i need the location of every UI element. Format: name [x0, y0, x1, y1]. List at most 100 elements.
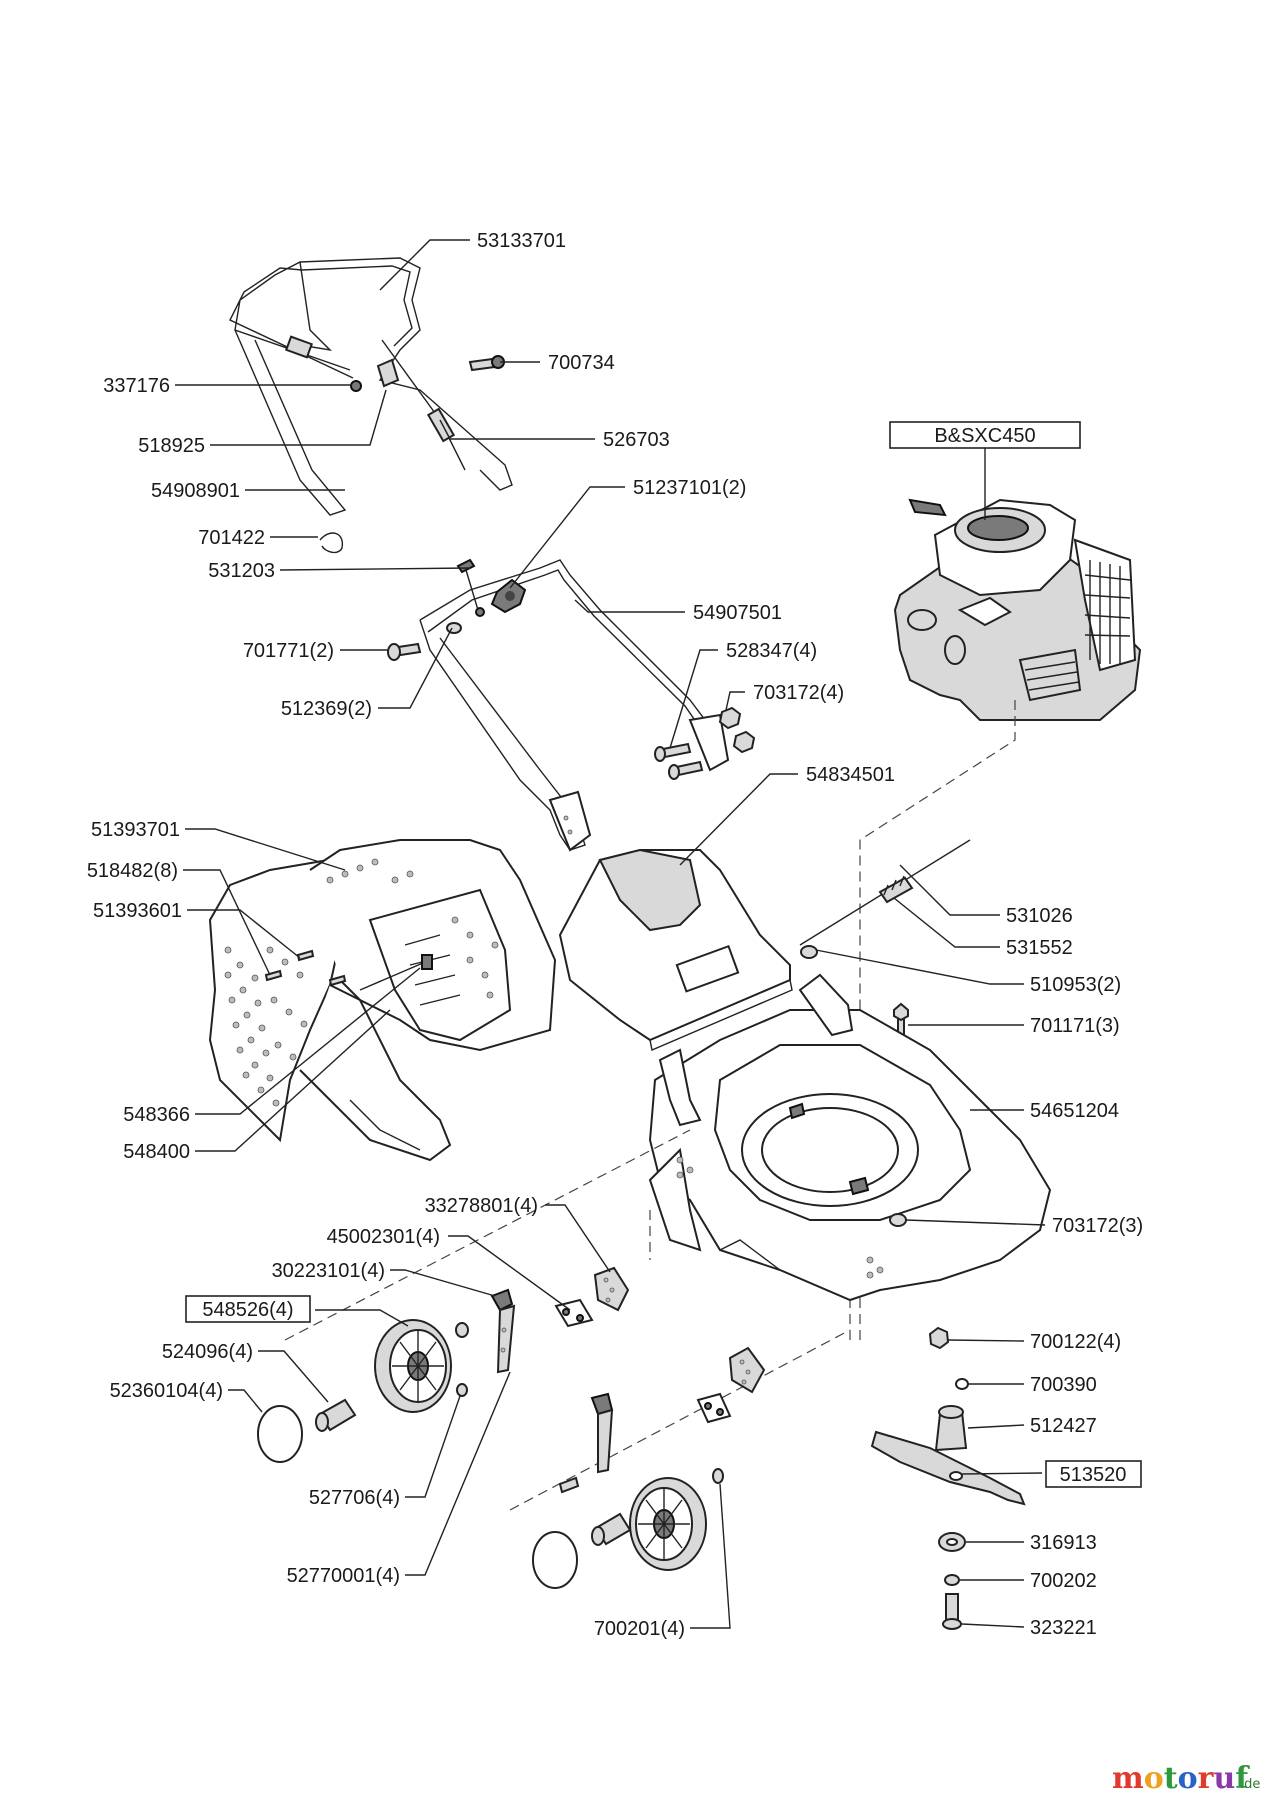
watermark-letter-2: t: [1164, 1761, 1178, 1796]
label-703172-deck: 703172(3): [1052, 1215, 1143, 1237]
lever-front: [590, 1392, 614, 1474]
label-323221: 323221: [1030, 1617, 1097, 1639]
catcher-screws-518482: [264, 949, 347, 987]
nuts-703172-handle: [718, 706, 756, 754]
label-518482: 518482(8): [87, 860, 178, 882]
label-51393701: 51393701: [91, 819, 180, 841]
label-513520: 513520: [1060, 1464, 1127, 1486]
label-700122: 700122(4): [1030, 1331, 1121, 1353]
label-52770001: 52770001(4): [287, 1565, 400, 1587]
nut-700122: [928, 1326, 950, 1350]
engine-b-sxc450: [893, 498, 1142, 721]
watermark-letter-1: o: [1144, 1761, 1164, 1796]
watermark-suffix: .de: [1240, 1777, 1260, 1792]
watermark-letter-4: r: [1198, 1761, 1215, 1796]
label-53133701: 53133701: [477, 230, 566, 252]
bolt-701771: [387, 642, 422, 661]
watermark-letter-3: o: [1178, 1761, 1198, 1796]
label-701771: 701771(2): [243, 640, 334, 662]
label-316913: 316913: [1030, 1532, 1097, 1554]
label-51393601: 51393601: [93, 900, 182, 922]
lever-531203: [456, 558, 485, 617]
knob-51237101: [490, 578, 527, 614]
axle-bolt-524096: [315, 1398, 357, 1432]
label-337176: 337176: [103, 375, 170, 397]
cable-clip-518925: [350, 358, 400, 392]
lockwasher-700202: [944, 1574, 960, 1586]
part-labels: 53133701 700734 337176 518925 526703 549…: [87, 230, 1143, 1640]
label-box-513520: [1045, 1460, 1142, 1488]
label-512427: 512427: [1030, 1415, 1097, 1437]
front-wheel: [629, 1468, 724, 1571]
handle-bolt-700734: [468, 355, 505, 372]
label-518925: 518925: [138, 435, 205, 457]
bolts-528347: [654, 742, 704, 780]
label-510953: 510953(2): [1030, 974, 1121, 996]
label-54651204: 54651204: [1030, 1100, 1119, 1122]
rear-flap-54834501: [558, 848, 793, 1051]
label-548400: 548400: [123, 1141, 190, 1163]
engine-fins: [1084, 560, 1131, 664]
hubcap-52360104: [257, 1405, 303, 1463]
rear-axle-531026: [799, 839, 971, 946]
height-adjust-front: [728, 1346, 766, 1394]
label-548366: 548366: [123, 1104, 190, 1126]
svg-text:motoruf: motoruf: [1112, 1761, 1250, 1796]
label-700201: 700201(4): [594, 1618, 685, 1640]
label-512369: 512369(2): [281, 698, 372, 720]
rear-wheel-548526: [374, 1319, 452, 1413]
label-700202: 700202: [1030, 1570, 1097, 1592]
watermark-letter-6: f: [1235, 1761, 1250, 1796]
wheel-axis-upper: [284, 1129, 691, 1341]
washer-316913: [938, 1532, 966, 1552]
key-700390: [955, 1378, 969, 1390]
label-531203: 531203: [208, 560, 275, 582]
label-531026: 531026: [1006, 905, 1073, 927]
blade-adapter-512427: [934, 1405, 968, 1452]
mower-deck-54651204: [648, 973, 1052, 1302]
watermark-letter-5: u: [1213, 1761, 1235, 1796]
label-700390: 700390: [1030, 1374, 1097, 1396]
label-box-548526: [185, 1295, 311, 1323]
engine-label-box: B&SXC450: [889, 421, 1081, 520]
label-531552: 531552: [1006, 937, 1073, 959]
label-524096: 524096(4): [162, 1341, 253, 1363]
label-527706: 527706(4): [309, 1487, 400, 1509]
lower-handle: [419, 559, 730, 852]
front-hubcap: [532, 1531, 578, 1589]
label-33278801: 33278801(4): [425, 1195, 538, 1217]
clip-701422: [319, 532, 344, 554]
label-526703: 526703: [603, 429, 670, 451]
label-528347: 528347(4): [726, 640, 817, 662]
washer-527706: [456, 1383, 468, 1397]
bolt-323221: [942, 1593, 962, 1630]
watermark-letter-0: m: [1112, 1761, 1144, 1796]
label-45002301: 45002301(4): [327, 1226, 440, 1248]
plate-front: [696, 1392, 732, 1424]
engine-label: B&SXC450: [934, 425, 1035, 447]
label-30223101: 30223101(4): [272, 1260, 385, 1282]
blade-513520: [870, 1430, 1026, 1506]
label-54907501: 54907501: [693, 602, 782, 624]
grass-catcher: [208, 839, 557, 1162]
spring-52770001: [455, 1322, 469, 1338]
label-52360104: 52360104(4): [110, 1380, 223, 1402]
height-adjust-33278801: [593, 1266, 630, 1312]
label-703172-handle: 703172(4): [753, 682, 844, 704]
washer-512369: [446, 622, 462, 634]
front-axle-bolt: [558, 1476, 632, 1546]
label-701422: 701422: [198, 527, 265, 549]
upper-handle: [229, 257, 513, 516]
washer-510953: [800, 945, 818, 959]
leader-lines: [175, 239, 1046, 1629]
label-548526: 548526(4): [202, 1299, 293, 1321]
label-54834501: 54834501: [806, 764, 895, 786]
label-54908901: 54908901: [151, 480, 240, 502]
catcher-rod-548366: [359, 954, 433, 991]
wheel-axis-lower: [509, 1329, 851, 1511]
label-701171: 701171(3): [1030, 1015, 1120, 1037]
motoruf-watermark: motoruf .de: [1112, 1761, 1260, 1796]
grass-catcher-mesh: [224, 858, 499, 1107]
label-51237101: 51237101(2): [633, 477, 746, 499]
